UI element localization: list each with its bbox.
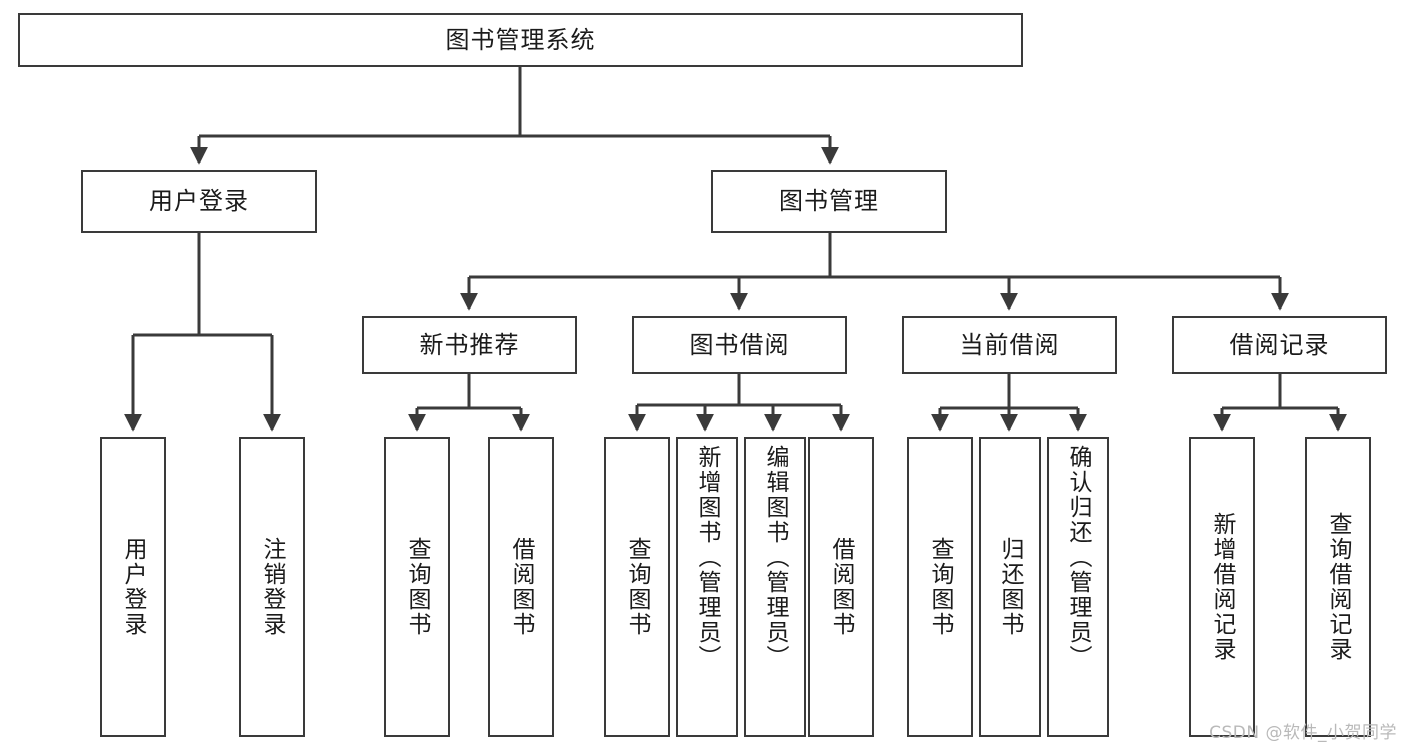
node-leaf-query-book-3[interactable]: 查询图书 (907, 437, 973, 737)
node-current-borrow-label: 当前借阅 (959, 330, 1060, 359)
node-leaf-logout-login[interactable]: 注销登录 (239, 437, 305, 737)
node-leaf-borrow-book-2-label: 借阅图书 (828, 537, 855, 637)
node-leaf-add-book-admin[interactable]: 新增图书（管理员） (676, 437, 738, 737)
node-leaf-user-login[interactable]: 用户登录 (100, 437, 166, 737)
node-leaf-edit-book-admin[interactable]: 编辑图书（管理员） (744, 437, 806, 737)
node-book-management-label: 图书管理 (779, 187, 879, 216)
node-leaf-add-book-admin-label: 新增图书（管理员） (694, 445, 721, 670)
node-leaf-confirm-return-admin[interactable]: 确认归还（管理员） (1047, 437, 1109, 737)
node-root[interactable]: 图书管理系统 (18, 13, 1023, 67)
node-leaf-add-borrow-record[interactable]: 新增借阅记录 (1189, 437, 1255, 737)
node-new-book-recommend-label: 新书推荐 (419, 330, 520, 359)
node-user-login-label: 用户登录 (149, 187, 249, 216)
node-leaf-logout-login-label: 注销登录 (259, 537, 286, 637)
node-current-borrow[interactable]: 当前借阅 (902, 316, 1117, 374)
node-leaf-query-book-1[interactable]: 查询图书 (384, 437, 450, 737)
csdn-watermark: CSDN @软件_小贺同学 (1209, 723, 1397, 743)
node-user-login[interactable]: 用户登录 (81, 170, 317, 233)
node-leaf-confirm-return-admin-label: 确认归还（管理员） (1065, 445, 1092, 670)
node-new-book-recommend[interactable]: 新书推荐 (362, 316, 577, 374)
node-leaf-query-borrow-record-label: 查询借阅记录 (1325, 512, 1352, 662)
node-borrow-record-label: 借阅记录 (1229, 330, 1330, 359)
node-leaf-return-book[interactable]: 归还图书 (979, 437, 1041, 737)
node-leaf-borrow-book-1[interactable]: 借阅图书 (488, 437, 554, 737)
node-leaf-borrow-book-1-label: 借阅图书 (508, 537, 535, 637)
node-leaf-query-book-2[interactable]: 查询图书 (604, 437, 670, 737)
node-leaf-query-borrow-record[interactable]: 查询借阅记录 (1305, 437, 1371, 737)
node-root-label: 图书管理系统 (445, 25, 596, 54)
node-book-borrow-label: 图书借阅 (689, 330, 790, 359)
node-leaf-user-login-label: 用户登录 (120, 537, 147, 637)
node-leaf-query-book-3-label: 查询图书 (927, 537, 954, 637)
node-book-management[interactable]: 图书管理 (711, 170, 947, 233)
node-leaf-add-borrow-record-label: 新增借阅记录 (1209, 512, 1236, 662)
node-leaf-return-book-label: 归还图书 (997, 537, 1024, 637)
node-borrow-record[interactable]: 借阅记录 (1172, 316, 1387, 374)
node-leaf-borrow-book-2[interactable]: 借阅图书 (808, 437, 874, 737)
node-leaf-query-book-2-label: 查询图书 (624, 537, 651, 637)
node-leaf-query-book-1-label: 查询图书 (404, 537, 431, 637)
node-book-borrow[interactable]: 图书借阅 (632, 316, 847, 374)
node-leaf-edit-book-admin-label: 编辑图书（管理员） (762, 445, 789, 670)
